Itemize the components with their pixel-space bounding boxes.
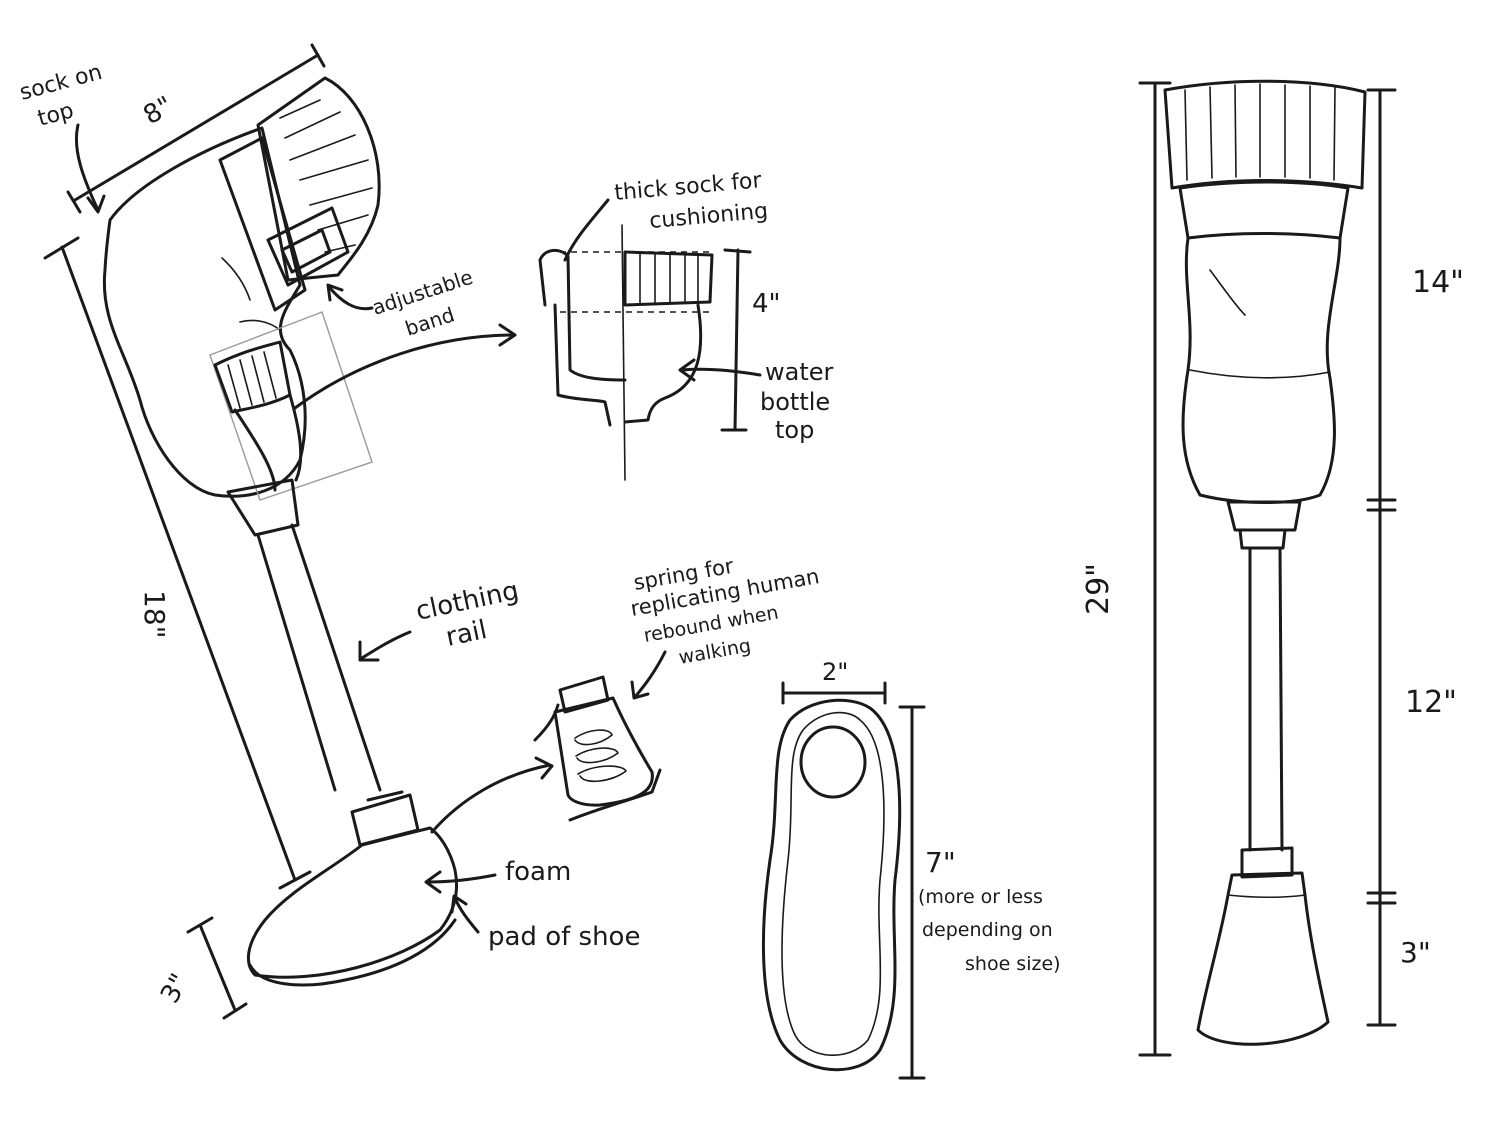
insole-detail [761,681,926,1080]
label-clothing-rail-2: rail [443,615,489,653]
section-centerline [621,224,626,481]
foam-shoe [246,826,459,979]
label-spring-4: walking [677,635,753,669]
insole-length-line [898,705,926,1080]
angled-prosthetic-leg [43,43,554,1020]
cap-dimension-line [720,248,752,432]
sock-arrow [74,123,106,214]
band-buckle [266,206,350,287]
clothing-rail-pylon [256,523,382,792]
detail-arrow [293,323,517,410]
thick-sock-arrow [563,198,610,262]
cuff-ribbing [279,99,373,253]
spring-detail [533,650,667,822]
ankle-collar [350,790,420,847]
label-thick-sock-2: cushioning [648,199,769,234]
label-water-bottle-3: top [775,416,814,444]
label-sock-on-top-2: top [35,98,76,131]
insole-inner-outline [781,711,885,1056]
total-height-line [1138,81,1172,1057]
width-dimension-line [66,43,326,214]
shoe-pad [248,918,457,987]
label-insole-note-1: (more or less [918,886,1043,908]
label-height-4: 4" [752,289,781,319]
inner-bottle-ribs [227,351,277,409]
label-foot-3-left: 3" [155,969,195,1009]
adjustable-band [218,136,307,312]
label-width-8: 8" [139,91,179,131]
upright-pylon [1248,546,1284,852]
upright-ankle [1240,846,1294,879]
segment-height-line [1366,88,1397,1027]
upright-socket-seam [1189,269,1331,379]
detail-box [209,311,373,501]
inner-bottle-top [213,340,292,414]
spring-base [533,703,662,822]
water-bottle-arrow [678,358,762,382]
label-insole-note-2: depending on [922,919,1053,941]
label-seg-14: 14" [1412,265,1464,300]
upright-cuff-ribs [1184,83,1336,181]
upright-foot-top [1227,894,1306,899]
label-seg-3-right: 3" [1400,936,1431,969]
label-seg-12: 12" [1405,685,1457,720]
label-height-18: 18" [138,590,171,639]
label-sock-on-top-1: sock on [17,60,105,106]
spring-housing [553,696,654,807]
bottle-neck [623,303,703,424]
clothing-rail-arrow [358,630,412,662]
label-water-bottle-1: water [765,358,834,386]
height-dimension-line [43,236,312,890]
label-total-29: 29" [1081,563,1116,615]
label-insole-note-3: shoe size) [965,953,1061,975]
spring-arrow [630,650,667,700]
insole-outline [761,698,902,1072]
insole-heel-circle [799,725,867,799]
foot-dimension-line [186,916,248,1020]
upright-band [1178,180,1350,240]
bottle-cap [623,250,714,307]
label-pad-of-shoe: pad of shoe [488,922,640,952]
label-insole-length-7: 7" [925,846,956,879]
upright-socket [1181,236,1342,504]
band-arrow [326,283,374,311]
sock-layer [538,249,627,427]
foam-arrow [424,870,497,894]
upright-foot [1196,871,1330,1046]
socket-cross-section [538,198,762,481]
insole-width-line [781,681,887,705]
spring-detail-arrow [430,756,554,834]
socket-wrinkles [221,257,281,331]
upright-prosthetic-leg [1138,79,1397,1057]
bottle-cap-ribs [639,253,699,305]
pylon-adapter [226,478,300,537]
upright-adapter [1226,500,1302,550]
label-water-bottle-2: bottle [760,388,830,416]
label-foam: foam [505,857,571,887]
pad-arrow [450,894,480,934]
spring-coils [574,729,627,783]
label-insole-width-2: 2" [822,658,848,686]
spring-top-cap [558,675,610,714]
socket-cuff [256,76,381,282]
